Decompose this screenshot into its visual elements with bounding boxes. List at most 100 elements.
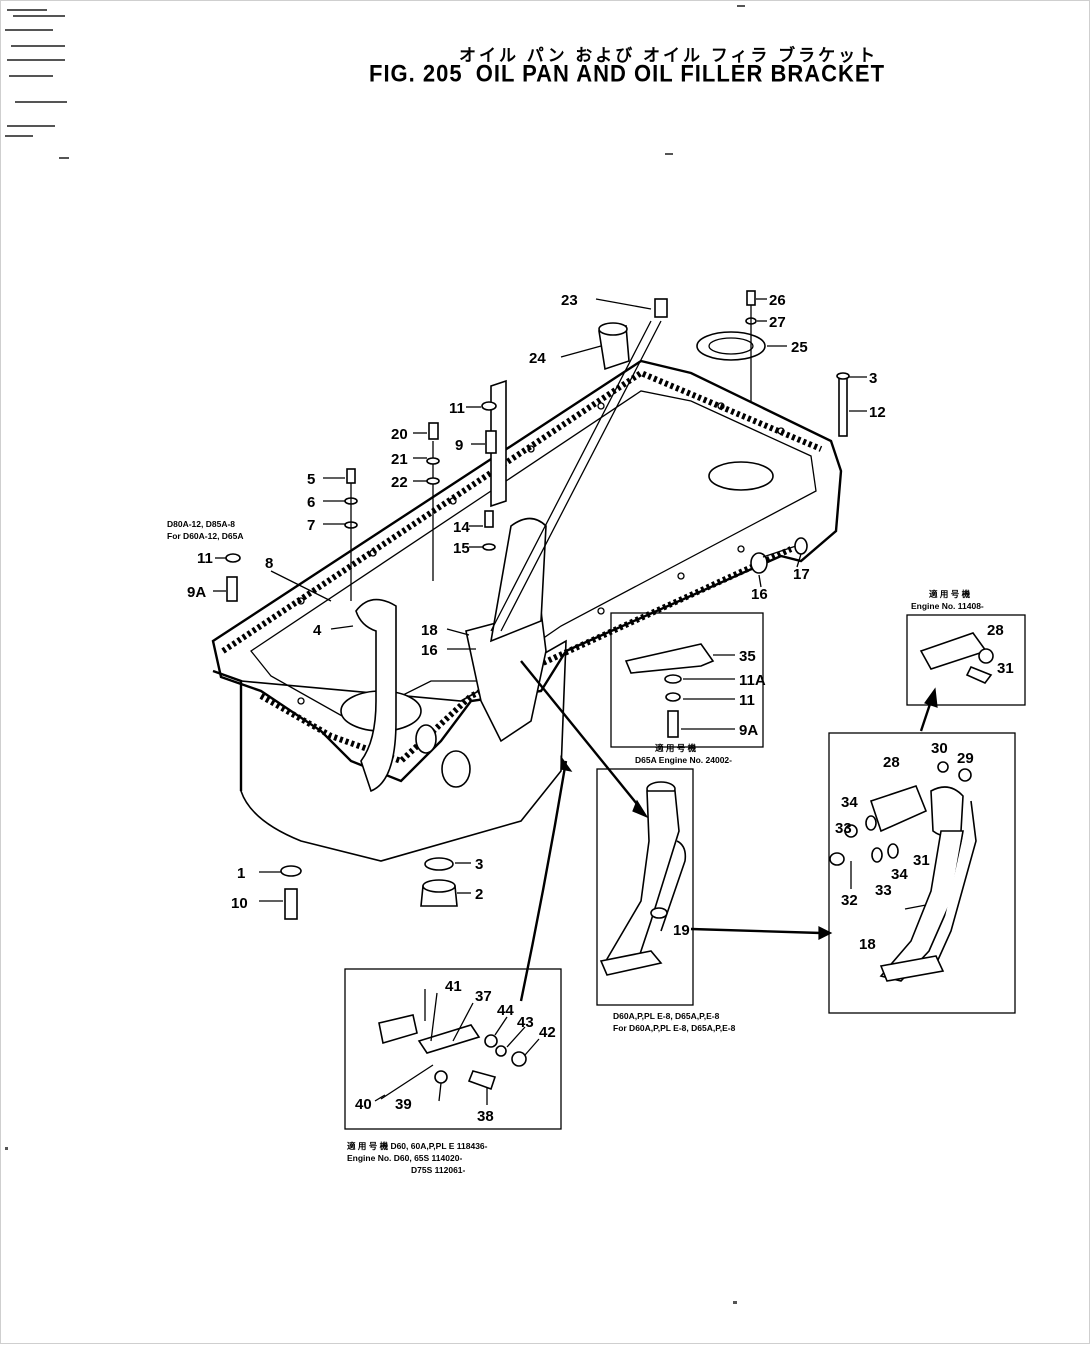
bolt-9 [485,430,497,454]
callout-18-variant: 18 [859,936,876,953]
callout-22: 22 [391,474,408,491]
callout-34-left: 34 [841,794,858,811]
bolt-32 [829,852,845,866]
bracket-28-variant [919,632,988,670]
note-c-line1: D60A,P,PL E-8, D65A,P,E-8 [613,1011,720,1021]
callout-30: 30 [931,740,948,757]
callout-39: 39 [395,1096,412,1113]
callout-4: 4 [313,622,322,639]
figure-number: FIG. 205 [369,59,463,88]
oil-pan-flange [211,359,843,783]
washer-30 [937,761,949,773]
callout-12: 12 [869,404,886,421]
filler-tube-19 [606,790,680,972]
washer-39 [434,1070,448,1084]
gasket-strip-front [259,546,793,765]
inset-variant-e [906,614,1026,706]
callout-27: 27 [769,314,786,331]
inset-variant-b [344,968,562,1130]
applicability-notes: D80A-12, D85A-8 For D60A-12, D65A 適 用 号 … [167,519,984,1175]
note-b-line1: 適 用 号 機 D60, 60A,P,PL E 118436- [347,1141,488,1151]
callout-43: 43 [517,1014,534,1031]
washer-11-inset [665,692,681,702]
callout-40: 40 [355,1096,372,1113]
gasket-strip-top [221,369,823,654]
washer-11-variant [225,553,241,563]
callout-5: 5 [307,471,315,488]
inset-variant-c [596,768,694,1006]
bolt-5 [346,468,356,484]
flange-bolt-holes [297,402,785,705]
cover-25 [696,331,766,361]
callout-3-top: 3 [869,370,877,387]
callout-17: 17 [793,566,810,583]
callout-labels: 23 24 26 27 25 3 12 11 20 9 21 22 5 6 7 … [187,292,1014,1125]
filler-tube-18 [879,830,964,982]
bolt-26 [746,290,756,306]
suction-pipe-elbow [355,598,397,793]
bolt-10 [284,888,298,920]
note-left-top: D80A-12, D85A-8 [167,519,235,529]
callout-44: 44 [497,1002,514,1019]
note-left-bottom: For D60A-12, D65A [167,531,244,541]
leader-to-variant-c [520,660,642,810]
figure-title-english: OIL PAN AND OIL FILLER BRACKET [475,59,886,88]
washer-21 [426,457,440,465]
note-right-jp: 適 用 号 機 [929,589,971,599]
callout-32: 32 [841,892,858,909]
callout-29: 29 [957,750,974,767]
oil-filler-tube [489,517,547,643]
note-b-line3: D75S 112061- [411,1165,466,1175]
bolt-31-variant [965,665,993,684]
note-right-en: Engine No. 11408- [911,601,984,611]
note-mid-jp: 適 用 号 機 [655,743,697,753]
callout-9: 9 [455,437,463,454]
filler-body [930,786,964,837]
oil-pan-assembly [211,290,850,920]
callout-3: 3 [475,856,483,873]
callout-35: 35 [739,648,756,665]
callout-10: 10 [231,895,248,912]
callout-18: 18 [421,622,438,639]
callout-37: 37 [475,988,492,1005]
callout-2: 2 [475,886,483,903]
title-japanese: オイル パン および オイル フィラ ブラケット [459,46,879,65]
callout-28: 28 [883,754,900,771]
breather-23 [654,298,668,318]
callout-11-top: 11 [449,400,465,417]
bolt-29 [958,768,972,782]
washer-1-bottom [280,865,302,877]
callout-19: 19 [673,922,690,939]
bolt-9A-inset [667,710,679,738]
callout-28-variant: 28 [987,622,1004,639]
bracket-plate [490,379,507,508]
side-plug [415,724,437,754]
washer-3 [424,857,454,871]
callout-14: 14 [453,519,470,536]
callout-8: 8 [265,555,273,572]
callout-24: 24 [529,350,546,367]
callout-11-left: 11 [197,550,213,567]
wire-40 [380,1064,434,1100]
callout-33-left: 33 [835,820,852,837]
callout-11A: 11A [739,672,766,689]
callout-42: 42 [539,1024,556,1041]
callout-33: 33 [875,882,892,899]
oil-level-boss [441,750,471,788]
switch-body [378,1014,418,1045]
leader-variant-c-to-d [690,927,822,935]
callout-9A-inset: 9A [739,722,758,739]
callout-20: 20 [391,426,408,443]
callout-21: 21 [391,451,408,468]
callout-6: 6 [307,494,315,511]
note-b-line2: Engine No. D60, 65S 114020- [347,1153,462,1163]
callout-11-inset: 11 [739,692,755,709]
note-mid-en: D65A Engine No. 24002- [635,755,732,765]
washer-43 [495,1045,507,1057]
inset-variant-d [828,732,1016,1014]
washer-34 [865,815,877,831]
bolt-20 [428,422,439,440]
callout-7: 7 [307,517,315,534]
callout-9A-left: 9A [187,584,206,601]
